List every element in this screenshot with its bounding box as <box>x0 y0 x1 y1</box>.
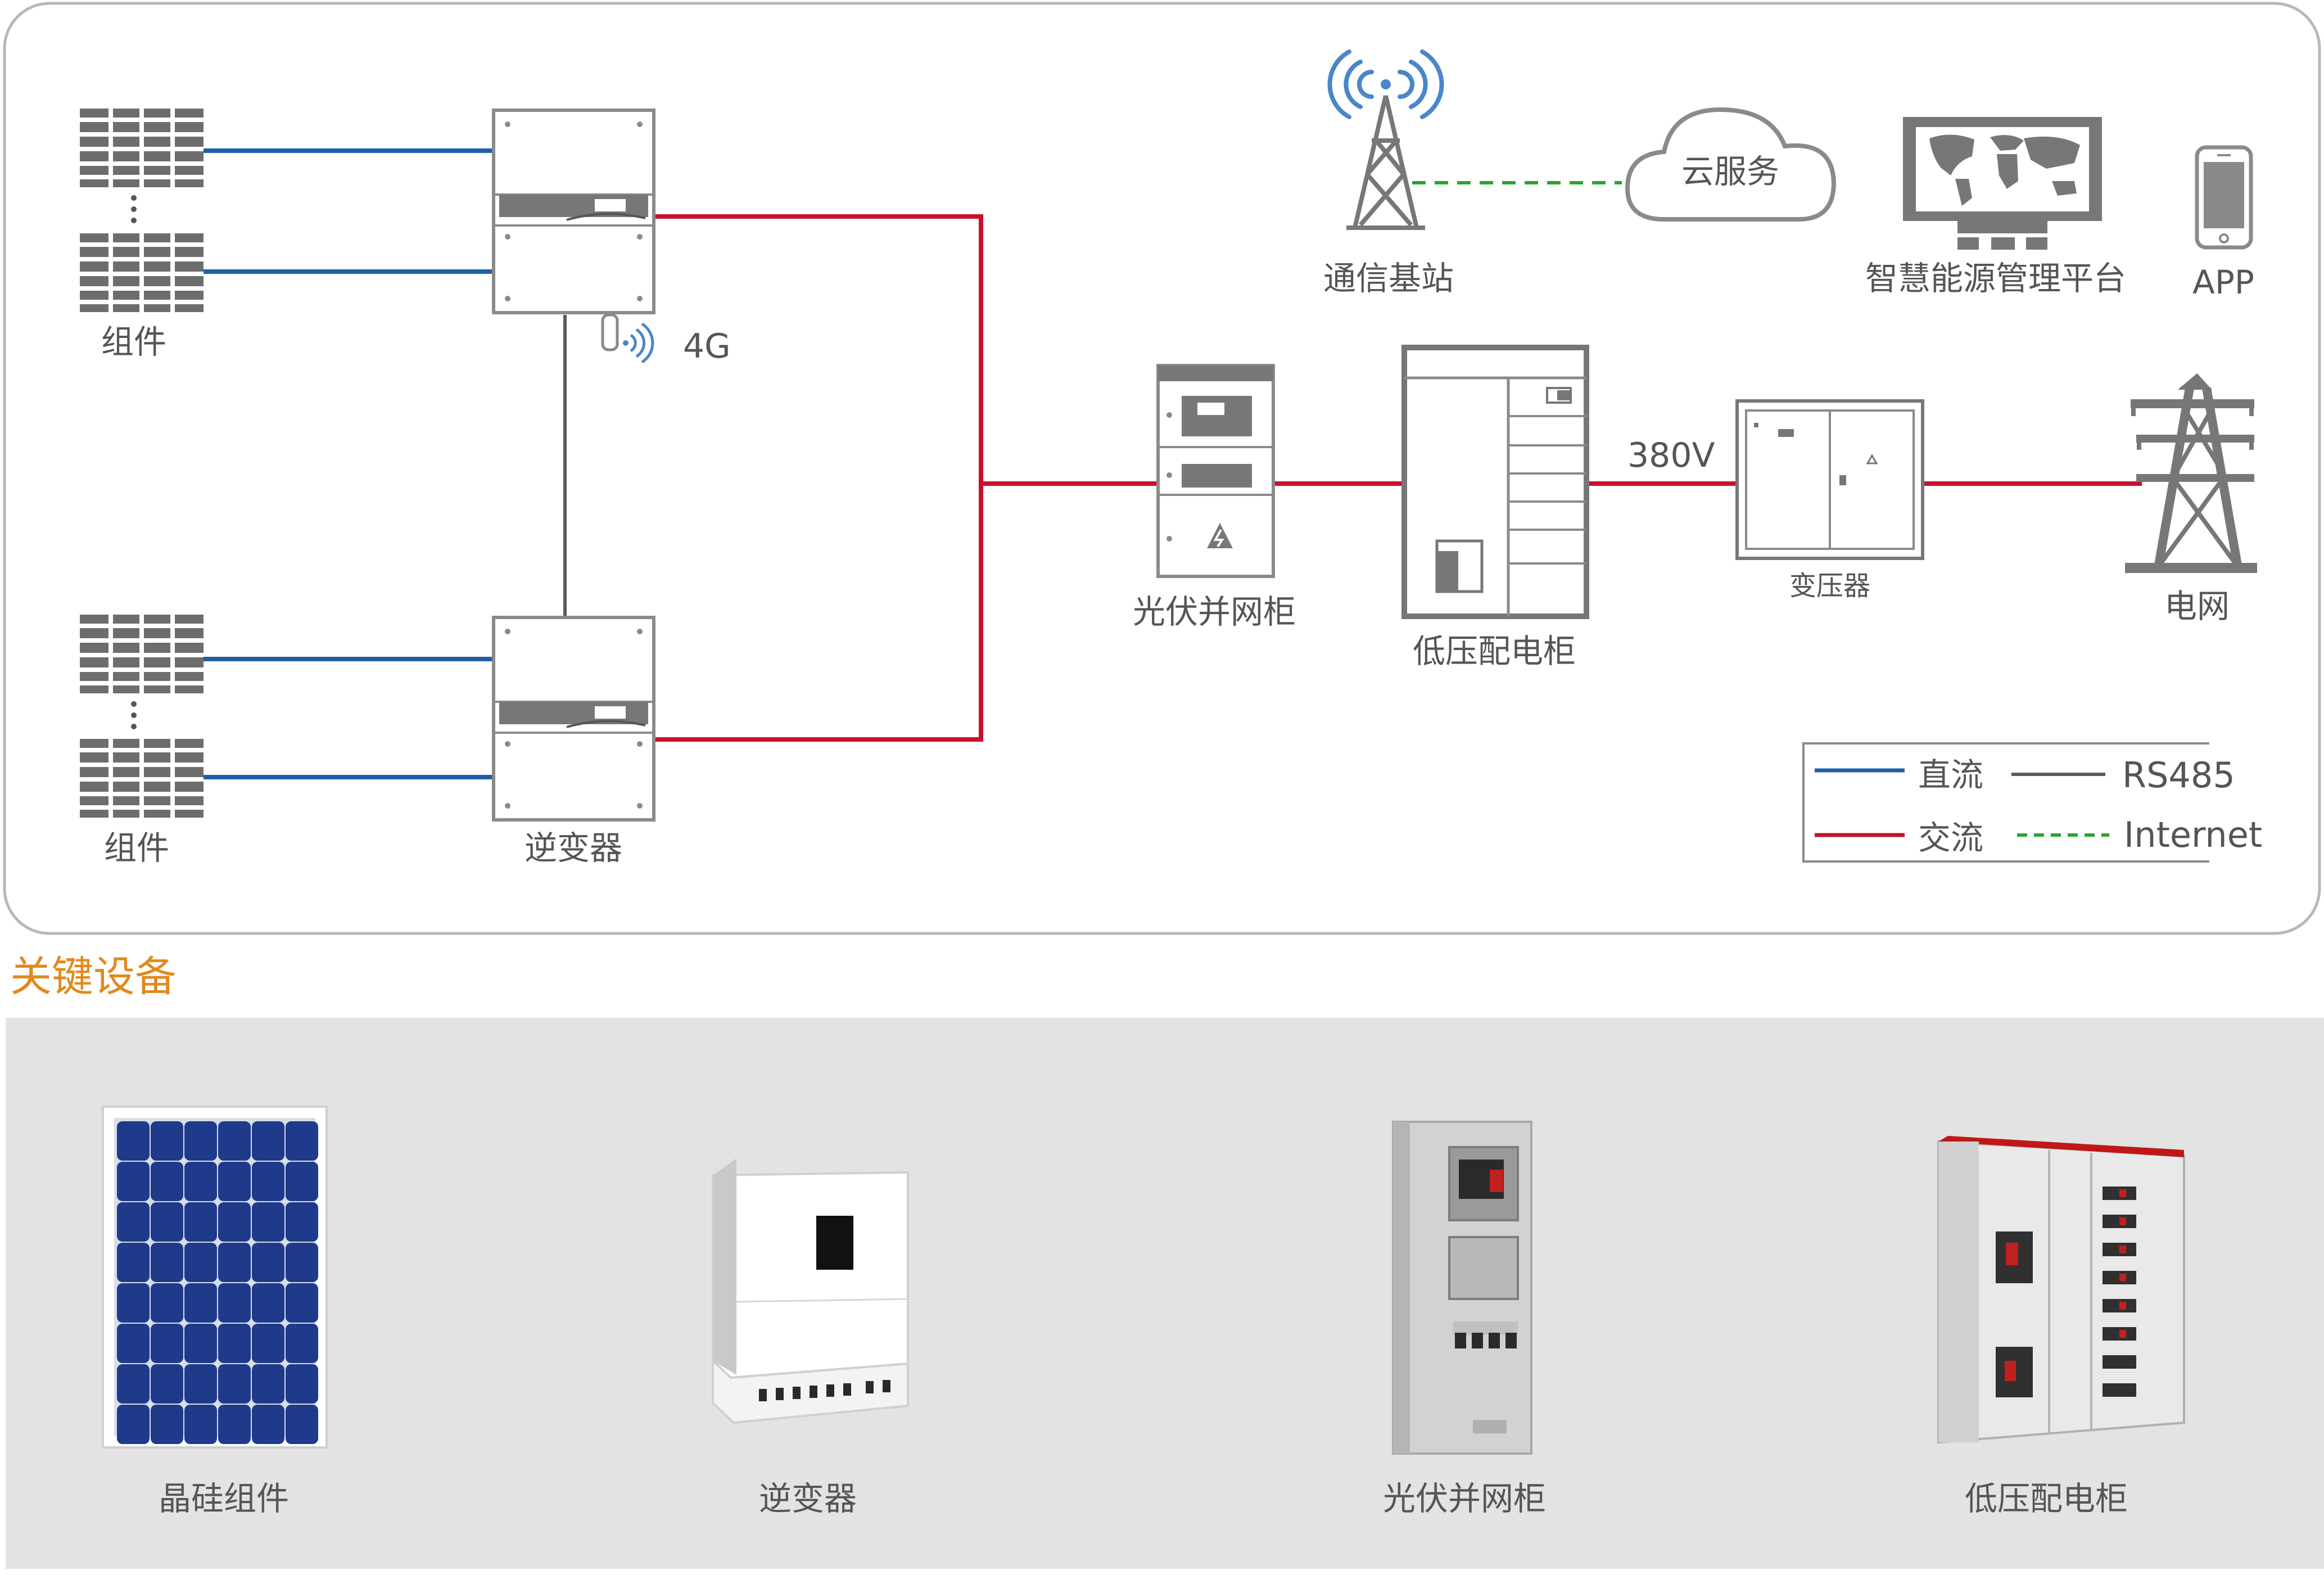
legend-rs485-label: RS485 <box>2122 755 2235 796</box>
inverter-top <box>494 110 654 313</box>
platform-label: 智慧能源管理平台 <box>1865 259 2126 297</box>
solar-cell <box>286 1202 318 1242</box>
lv-switchgear-photo-icon <box>1937 1136 2185 1444</box>
legend <box>1802 742 2209 863</box>
base-station-label: 通信基站 <box>1323 259 1454 297</box>
solar-cell <box>252 1324 284 1363</box>
dc-lines <box>202 148 495 779</box>
solar-cell <box>252 1202 284 1242</box>
key-item-4-label: 低压配电柜 <box>1965 1479 2128 1518</box>
solar-cell <box>117 1243 150 1282</box>
ellipsis-dots-bottom <box>131 701 137 729</box>
pv-array-2b <box>80 739 204 818</box>
solar-cell <box>151 1202 183 1242</box>
solar-cell <box>252 1283 284 1323</box>
solar-cell <box>218 1364 251 1404</box>
app-label: APP <box>2192 263 2254 301</box>
key-equipment-title: 关键设备 <box>10 953 177 1001</box>
grid-label: 电网 <box>2164 587 2230 625</box>
pv-label-top: 组件 <box>101 323 166 361</box>
pv-label-bottom: 组件 <box>104 829 169 867</box>
solar-cell <box>117 1364 150 1404</box>
cloud-icon <box>1625 107 1837 222</box>
pv-grid-cabinet <box>1156 364 1275 578</box>
solar-cell <box>184 1162 217 1201</box>
solar-cell <box>286 1162 318 1201</box>
key-item-1-label: 晶硅组件 <box>159 1479 289 1518</box>
lv-cabinet-label: 低压配电柜 <box>1413 632 1576 670</box>
solar-cell <box>184 1324 217 1363</box>
legend-ac-label: 交流 <box>1918 819 1983 857</box>
cloud-label: 云服务 <box>1681 152 1779 191</box>
solar-cell <box>151 1405 183 1444</box>
solar-cell <box>117 1324 150 1363</box>
solar-cell <box>218 1121 251 1161</box>
ac-lines <box>655 214 2142 742</box>
solar-cell <box>151 1324 183 1363</box>
solar-panel-icon <box>102 1106 328 1449</box>
pv-array-1b <box>80 233 204 312</box>
solar-cell <box>252 1243 284 1282</box>
key-item-2-label: 逆变器 <box>759 1479 857 1518</box>
solar-cell <box>151 1162 183 1201</box>
legend-dc-label: 直流 <box>1918 756 1983 794</box>
solar-cell <box>218 1405 251 1444</box>
solar-cell <box>117 1121 150 1161</box>
solar-cell <box>184 1283 217 1323</box>
4g-label: 4G <box>683 327 731 366</box>
grid-tower-icon <box>2125 373 2257 573</box>
key-item-3-label: 光伏并网柜 <box>1383 1479 1546 1518</box>
solar-cell <box>117 1202 150 1242</box>
solar-cell <box>286 1283 318 1323</box>
solar-cell <box>286 1324 318 1363</box>
legend-internet-label: Internet <box>2124 814 2262 855</box>
solar-cell <box>184 1202 217 1242</box>
solar-cell <box>151 1121 183 1161</box>
inverter-label: 逆变器 <box>525 829 622 867</box>
solar-cell <box>252 1121 284 1161</box>
solar-cell <box>151 1243 183 1282</box>
solar-cell <box>117 1162 150 1201</box>
transformer-label: 变压器 <box>1789 570 1870 602</box>
solar-cell <box>252 1162 284 1201</box>
ellipsis-dots-top <box>131 195 137 223</box>
solar-cell <box>218 1162 251 1201</box>
solar-cell <box>286 1121 318 1161</box>
solar-cell <box>218 1324 251 1363</box>
inverter-photo-icon <box>712 1158 909 1424</box>
pv-grid-cabinet-photo-icon <box>1392 1121 1532 1455</box>
solar-cell <box>184 1405 217 1444</box>
solar-cell <box>218 1202 251 1242</box>
solar-cell <box>286 1243 318 1282</box>
pv-array-2a <box>80 615 204 693</box>
solar-cell <box>218 1243 251 1282</box>
solar-cell <box>252 1364 284 1404</box>
solar-cell <box>286 1405 318 1444</box>
phone-icon <box>2195 145 2253 250</box>
solar-cell <box>218 1283 251 1323</box>
monitor-icon <box>1903 117 2102 250</box>
base-station-icon <box>1327 49 1444 230</box>
4g-antenna-icon <box>601 313 654 364</box>
solar-cell <box>117 1283 150 1323</box>
solar-cell <box>286 1364 318 1404</box>
solar-cell <box>184 1243 217 1282</box>
solar-cell <box>151 1364 183 1404</box>
inverter-bottom <box>494 617 654 820</box>
pv-grid-cabinet-label: 光伏并网柜 <box>1133 593 1296 631</box>
pv-array-1a <box>80 109 204 187</box>
lv-cabinet <box>1401 345 1589 619</box>
solar-cell <box>151 1283 183 1323</box>
solar-cell <box>184 1121 217 1161</box>
voltage-label: 380V <box>1627 436 1715 475</box>
solar-cell <box>117 1405 150 1444</box>
solar-cell <box>184 1364 217 1404</box>
transformer <box>1735 399 1924 560</box>
solar-cell <box>252 1405 284 1444</box>
